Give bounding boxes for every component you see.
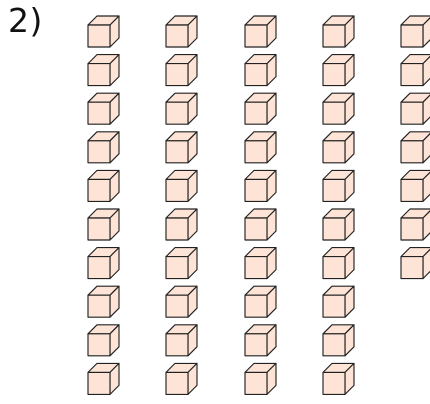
unit-cube <box>323 325 354 356</box>
unit-cube <box>401 132 430 163</box>
unit-cube <box>88 16 119 47</box>
unit-cube <box>245 209 276 240</box>
unit-cube <box>323 55 354 86</box>
unit-cube <box>323 132 354 163</box>
unit-cube <box>401 16 430 47</box>
unit-cube <box>166 286 197 317</box>
unit-cube <box>245 286 276 317</box>
unit-cube <box>323 170 354 201</box>
unit-cube <box>245 170 276 201</box>
cube-column-3 <box>245 16 276 394</box>
unit-cube <box>401 248 430 279</box>
unit-cube <box>88 55 119 86</box>
unit-cube <box>166 248 197 279</box>
unit-cube <box>245 248 276 279</box>
unit-cube <box>166 209 197 240</box>
unit-cube <box>166 132 197 163</box>
unit-cube <box>245 16 276 47</box>
unit-cube <box>88 209 119 240</box>
unit-cube <box>401 170 430 201</box>
unit-cube <box>323 248 354 279</box>
unit-cube <box>88 170 119 201</box>
unit-cube <box>166 55 197 86</box>
unit-cube <box>401 93 430 124</box>
cube-column-4 <box>323 16 354 394</box>
unit-cube <box>323 16 354 47</box>
cube-column-1 <box>88 16 119 394</box>
cube-column-2 <box>166 16 197 394</box>
unit-cube <box>245 55 276 86</box>
unit-cube <box>323 286 354 317</box>
unit-cube <box>323 209 354 240</box>
unit-cube <box>323 93 354 124</box>
unit-cube <box>245 325 276 356</box>
unit-cube <box>166 93 197 124</box>
unit-cube <box>245 93 276 124</box>
unit-cube <box>166 170 197 201</box>
unit-cube <box>166 16 197 47</box>
cube-column-5 <box>401 16 430 279</box>
unit-cube <box>88 325 119 356</box>
unit-cube <box>166 325 197 356</box>
unit-cube <box>401 209 430 240</box>
unit-cube <box>88 286 119 317</box>
unit-cube <box>323 363 354 394</box>
unit-cube <box>166 363 197 394</box>
unit-cube <box>245 132 276 163</box>
unit-cube <box>88 363 119 394</box>
unit-cube <box>88 132 119 163</box>
unit-cube <box>88 248 119 279</box>
unit-cube <box>88 93 119 124</box>
unit-cube <box>245 363 276 394</box>
unit-cube <box>401 55 430 86</box>
